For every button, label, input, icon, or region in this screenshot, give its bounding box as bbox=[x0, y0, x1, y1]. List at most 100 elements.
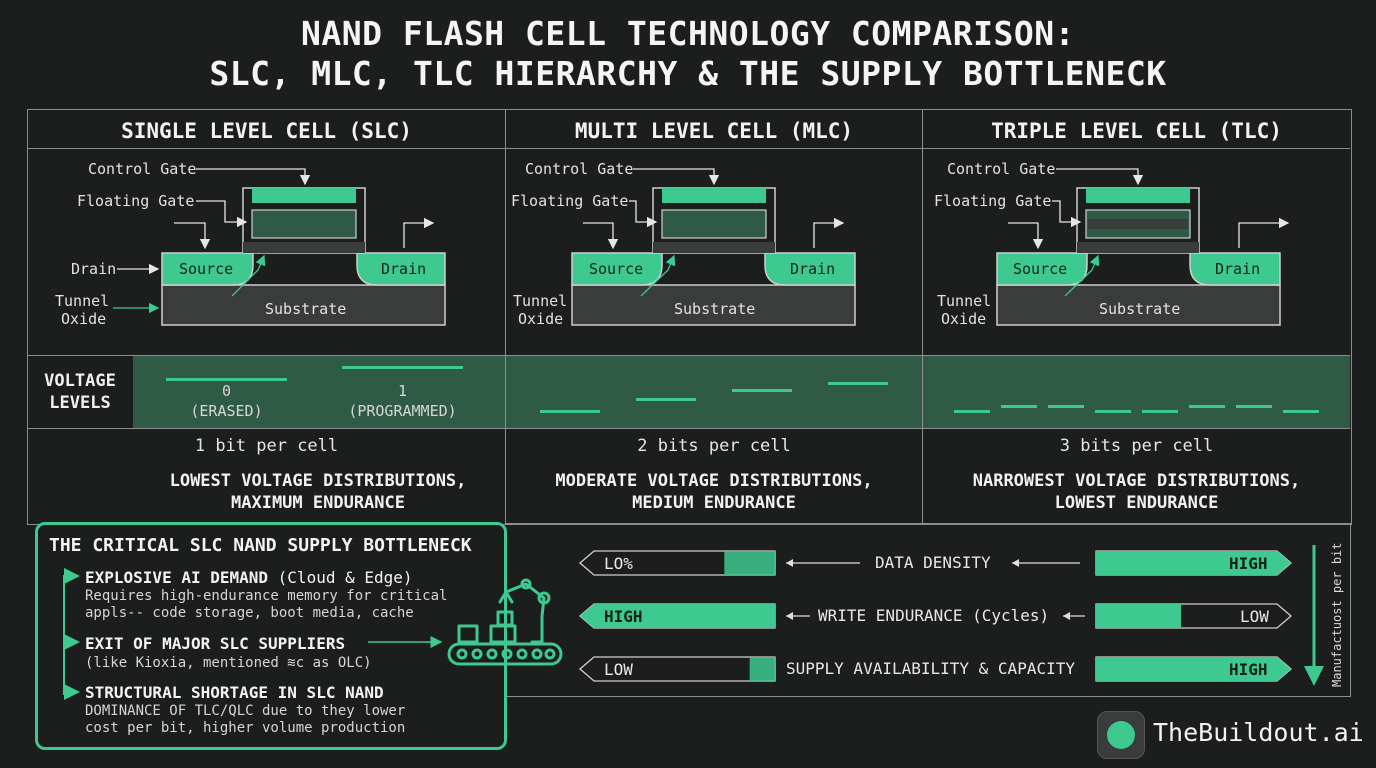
tlc-description: NARROWEST VOLTAGE DISTRIBUTIONS, LOWEST … bbox=[923, 470, 1350, 514]
slc-description-line2: MAXIMUM ENDURANCE bbox=[231, 493, 405, 513]
bottleneck-item-1-desc-line2: appls-- code storage, boot media, cache bbox=[85, 605, 414, 621]
tlc-label-substrate: Substrate bbox=[1099, 300, 1181, 318]
header-divider bbox=[27, 148, 1350, 149]
voltage-label-line2: LEVELS bbox=[49, 393, 111, 413]
tlc-cell-diagram bbox=[996, 168, 1290, 326]
slc-cell-diagram bbox=[113, 168, 446, 326]
slc-level-1 bbox=[342, 366, 463, 369]
mlc-bits-per-cell: 2 bits per cell bbox=[637, 436, 791, 456]
bottleneck-item-1-head: EXPLOSIVE AI DEMAND (Cloud & Edge) bbox=[85, 568, 413, 587]
bottleneck-item-3-desc-line1: DOMINANCE OF TLC/QLC due to they lower bbox=[85, 703, 406, 719]
bottleneck-item-1-title: EXPLOSIVE AI DEMAND bbox=[85, 568, 269, 587]
tlc-level-2 bbox=[1001, 405, 1037, 408]
bottleneck-item-3-desc-line2: cost per bit, higher volume production bbox=[85, 720, 406, 736]
slc-label-tunnel: Tunnel bbox=[55, 292, 110, 310]
mlc-description: MODERATE VOLTAGE DISTRIBUTIONS, MEDIUM E… bbox=[506, 470, 922, 514]
tlc-level-7 bbox=[1236, 405, 1272, 408]
title-line-2: SLC, MLC, TLC HIERARCHY & THE SUPPLY BOT… bbox=[209, 54, 1167, 93]
voltage-levels-band bbox=[133, 356, 1350, 428]
slc-label-substrate: Substrate bbox=[265, 300, 347, 318]
right-bar-fill-1 bbox=[1096, 604, 1182, 628]
mlc-label-drain: Drain bbox=[790, 260, 836, 278]
comparison-grid bbox=[27, 109, 1352, 525]
metric-connector-head-1 bbox=[1012, 559, 1019, 567]
column-divider bbox=[505, 109, 506, 523]
bottleneck-item-2-desc: (like Kioxia, mentioned ≋c as OLC) bbox=[85, 655, 372, 671]
tlc-level-5 bbox=[1142, 410, 1178, 413]
tlc-level-1 bbox=[954, 410, 990, 413]
slc-description: LOWEST VOLTAGE DISTRIBUTIONS, MAXIMUM EN… bbox=[88, 470, 548, 514]
metric-connector-head-0 bbox=[786, 559, 793, 567]
bottleneck-title: THE CRITICAL SLC NAND SUPPLY BOTTLENECK bbox=[49, 535, 472, 556]
tlc-level-6 bbox=[1189, 405, 1225, 408]
brand-logo-dot-icon bbox=[1107, 721, 1135, 749]
mlc-level-3 bbox=[732, 389, 792, 392]
bottleneck-item-3-head: STRUCTURAL SHORTAGE IN SLC NAND bbox=[85, 683, 384, 702]
mlc-description-line1: MODERATE VOLTAGE DISTRIBUTIONS, bbox=[555, 471, 873, 491]
tlc-level-4 bbox=[1095, 410, 1131, 413]
slc-floating-gate bbox=[251, 209, 357, 239]
mlc-label-source: Source bbox=[589, 260, 644, 278]
cost-per-bit-label: Manufactuost per bit bbox=[1330, 542, 1344, 688]
endurance-left-label: HIGH bbox=[604, 607, 643, 626]
mlc-label-oxide: Oxide bbox=[518, 310, 564, 328]
mlc-label-tunnel: Tunnel bbox=[513, 292, 568, 310]
mlc-description-line2: MEDIUM ENDURANCE bbox=[632, 493, 796, 513]
bottleneck-item-1-note: (Cloud & Edge) bbox=[268, 568, 413, 587]
left-bar-fill-0 bbox=[724, 551, 775, 575]
tlc-bits-per-cell: 3 bits per cell bbox=[1059, 436, 1214, 456]
tlc-description-line2: LOWEST ENDURANCE bbox=[1054, 493, 1219, 513]
cost-per-bit-arrow bbox=[1304, 545, 1324, 686]
mlc-label-floating-gate: Floating Gate bbox=[511, 192, 629, 210]
title-line-1: NAND FLASH CELL TECHNOLOGY COMPARISON: bbox=[301, 14, 1075, 53]
bottleneck-item-2-head: EXIT OF MAJOR SLC SUPPLIERS bbox=[85, 634, 346, 653]
metric-connector-head-2 bbox=[786, 612, 793, 620]
supply-bottleneck-panel: THE CRITICAL SLC NAND SUPPLY BOTTLENECK … bbox=[35, 522, 507, 750]
metric-connector-head-3 bbox=[1063, 612, 1070, 620]
slc-label-drain-left: Drain bbox=[71, 260, 117, 278]
tlc-label-drain: Drain bbox=[1215, 260, 1261, 278]
tlc-label-source: Source bbox=[1013, 260, 1068, 278]
mlc-label-substrate: Substrate bbox=[674, 300, 756, 318]
mlc-tunnel-oxide bbox=[653, 242, 775, 253]
slc-state-0-value: 0 bbox=[221, 382, 232, 400]
slc-label-oxide: Oxide bbox=[61, 310, 107, 328]
column-heading-tlc: TRIPLE LEVEL CELL (TLC) bbox=[991, 119, 1282, 143]
column-divider bbox=[922, 109, 923, 523]
left-bar-fill-2 bbox=[749, 657, 775, 681]
column-divider bbox=[922, 356, 923, 428]
supply-left-label: LOW bbox=[604, 660, 633, 679]
mlc-drain bbox=[764, 252, 856, 286]
slc-substrate bbox=[161, 284, 446, 326]
slc-label-drain: Drain bbox=[381, 260, 427, 278]
voltage-levels-label: VOLTAGE LEVELS bbox=[28, 356, 132, 428]
slc-drain bbox=[356, 252, 446, 286]
left-bar-fill-1 bbox=[580, 604, 775, 628]
column-divider bbox=[505, 356, 506, 428]
density-right-label: HIGH bbox=[1229, 554, 1268, 573]
factory-robot-arm-icon bbox=[447, 578, 563, 666]
bottleneck-item-1-desc-line1: Requires high-endurance memory for criti… bbox=[85, 588, 448, 604]
bottom-panel-top bbox=[505, 523, 1350, 524]
tlc-label-oxide: Oxide bbox=[941, 310, 987, 328]
tlc-tunnel-oxide bbox=[1077, 242, 1199, 253]
column-heading-mlc: MULTI LEVEL CELL (MLC) bbox=[574, 119, 854, 143]
right-bar-fill-2 bbox=[1096, 657, 1291, 681]
row-divider bbox=[27, 355, 1350, 356]
tlc-level-3 bbox=[1048, 405, 1084, 408]
tlc-label-control-gate: Control Gate bbox=[947, 160, 1056, 178]
mlc-level-2 bbox=[636, 398, 696, 401]
slc-control-gate bbox=[252, 188, 356, 203]
density-left-label: LO% bbox=[604, 554, 633, 573]
bottom-panel-right bbox=[1350, 523, 1351, 696]
mlc-level-4 bbox=[828, 382, 888, 385]
bottleneck-arrows bbox=[63, 568, 443, 700]
bottom-panel-bottom bbox=[505, 696, 1351, 697]
slc-description-line1: LOWEST VOLTAGE DISTRIBUTIONS, bbox=[169, 471, 467, 491]
tlc-control-gate bbox=[1086, 188, 1190, 203]
endurance-right-label: LOW bbox=[1240, 607, 1269, 626]
mlc-control-gate bbox=[662, 188, 766, 203]
slc-state-1-name: (PROGRAMMED) bbox=[348, 402, 457, 420]
tlc-substrate bbox=[996, 284, 1281, 326]
mlc-cell-diagram bbox=[571, 168, 856, 326]
